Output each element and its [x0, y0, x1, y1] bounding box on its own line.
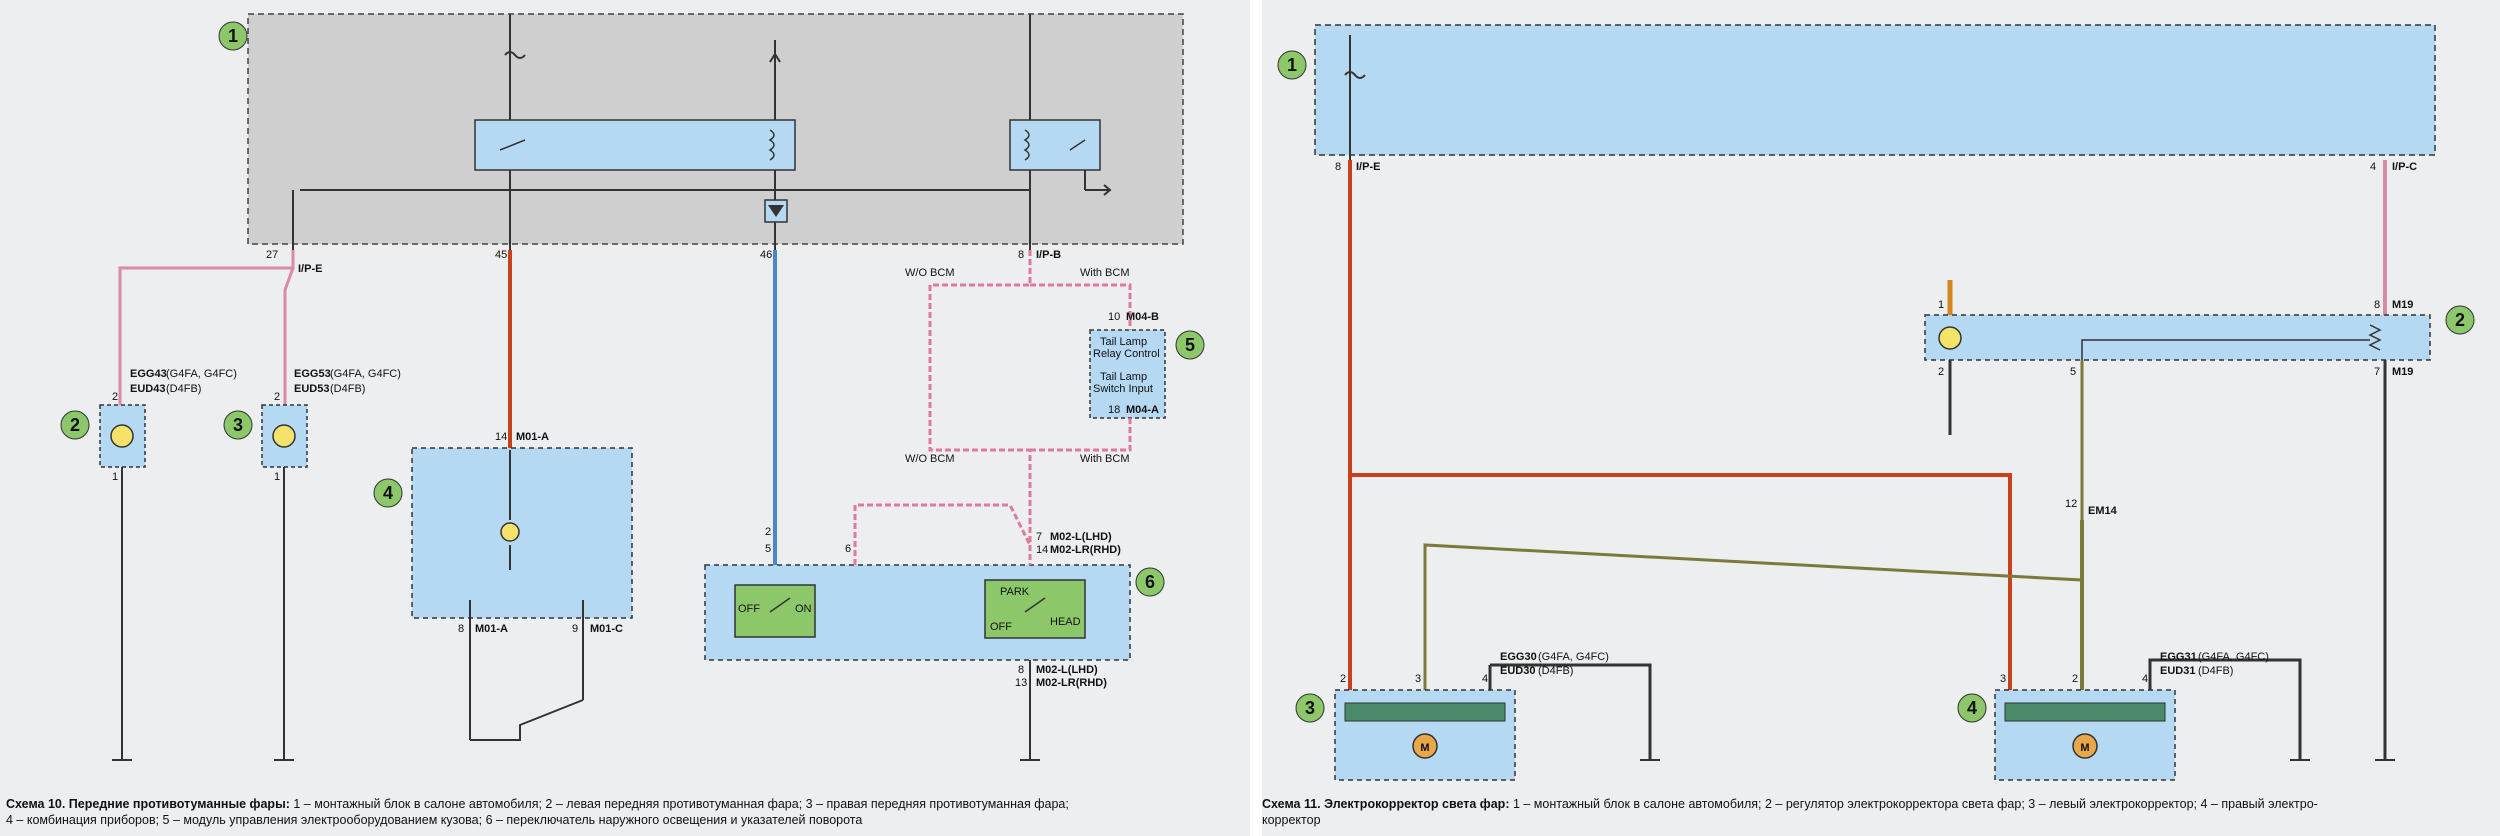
connector-label: I/P-E [298, 263, 322, 275]
pin-label: 1 [274, 471, 280, 483]
svg-text:2: 2 [70, 415, 80, 435]
wo-bcm-label: W/O BCM [905, 267, 955, 279]
with-bcm-label: With BCM [1080, 267, 1130, 279]
switch-off-label: OFF [738, 603, 760, 615]
arrow-up-icon [769, 52, 781, 63]
pin-label: 9 [572, 623, 578, 635]
svg-text:1: 1 [228, 26, 238, 46]
svg-text:4: 4 [383, 483, 393, 503]
callout-3: 3 [223, 410, 253, 440]
fog-switch [734, 584, 816, 638]
right-schematic-panel [1262, 0, 2500, 836]
tail-relay [1009, 119, 1101, 171]
pin-label: 10 [1108, 311, 1120, 323]
pin-label: 6 [845, 543, 851, 555]
svg-text:5: 5 [1185, 335, 1195, 355]
body-control-module [1089, 329, 1166, 419]
wo-bcm-label: W/O BCM [905, 453, 955, 465]
switch-head-label: HEAD [1050, 616, 1081, 628]
connector-label: I/P-B [1036, 249, 1061, 261]
tail-switch-label: Tail Lamp [1100, 371, 1147, 383]
svg-text:3: 3 [233, 415, 243, 435]
pin-label: 27 [266, 249, 278, 261]
callout-1: 1 [218, 21, 248, 51]
diode-icon [768, 205, 784, 217]
fog-lamp-schematic: 1 2 3 4 5 6 27 I/P-E 45 46 8 I/P-B EGG43… [60, 13, 1205, 761]
connector-label: M01-A [516, 431, 549, 443]
component-code: EGG53 [294, 368, 331, 380]
with-bcm-label: With BCM [1080, 453, 1130, 465]
caption-text: 1 – монтажный блок в салоне автомобиля; … [1509, 797, 2318, 811]
component-code: EUD53 [294, 383, 329, 395]
lamp-icon [110, 424, 134, 448]
pin-label: 2 [765, 526, 771, 538]
caption-right: Схема 11. Электрокорректор света фар: 1 … [1262, 796, 2496, 828]
caption-title: Схема 10. Передние противотуманные фары: [6, 797, 290, 811]
tail-relay-label: Tail Lamp [1100, 336, 1147, 348]
tail-switch-label: Switch Input [1093, 383, 1153, 395]
connector-label: M04-B [1126, 311, 1159, 323]
pin-label: 8 [458, 623, 464, 635]
pin-label: 8 [1018, 664, 1024, 676]
callout-6: 6 [1135, 567, 1165, 597]
arrow-right-icon [1085, 184, 1112, 196]
connector-label: M02-LR(RHD) [1036, 677, 1107, 689]
caption-text: 1 – монтажный блок в салоне автомобиля; … [289, 797, 1069, 811]
connector-label: M02-LR(RHD) [1050, 544, 1121, 556]
svg-text:6: 6 [1145, 572, 1155, 592]
caption-title: Схема 11. Электрокорректор света фар: [1262, 797, 1510, 811]
fog-relay [474, 119, 796, 171]
caption-text: корректор [1262, 813, 1321, 827]
caption-text: 4 – комбинация приборов; 5 – модуль упра… [6, 813, 863, 827]
switch-off-label: OFF [990, 621, 1012, 633]
pin-label: 7 [1036, 531, 1042, 543]
pin-label: 5 [765, 543, 771, 555]
engine-label: (D4FB) [330, 383, 365, 395]
connector-label: M02-L(LHD) [1050, 531, 1112, 543]
switch-on-label: ON [795, 603, 812, 615]
component-code: EGG43 [130, 368, 167, 380]
engine-label: (D4FB) [166, 383, 201, 395]
component-code: EUD43 [130, 383, 165, 395]
connector-label: M01-A [475, 623, 508, 635]
light-switch [984, 579, 1086, 639]
pin-label: 8 [1018, 249, 1024, 261]
caption-left: Схема 10. Передние противотуманные фары:… [6, 796, 1246, 828]
connector-label: M02-L(LHD) [1036, 664, 1098, 676]
tail-relay-label: Relay Control [1093, 348, 1160, 360]
pin-label: 13 [1015, 677, 1027, 689]
connector-label: M01-C [590, 623, 623, 635]
callout-4: 4 [373, 478, 403, 508]
pin-label: 1 [112, 471, 118, 483]
pin-label: 2 [112, 391, 118, 403]
pin-label: 14 [495, 431, 507, 443]
pin-label: 46 [760, 249, 772, 261]
engine-label: (G4FA, G4FC) [330, 368, 401, 380]
switch-park-label: PARK [1000, 586, 1030, 598]
instrument-cluster [411, 447, 633, 619]
engine-label: (G4FA, G4FC) [166, 368, 237, 380]
indicator-lamp-icon [500, 522, 520, 542]
pin-label: 2 [274, 391, 280, 403]
lamp-icon [272, 424, 296, 448]
pin-label: 45 [495, 249, 507, 261]
callout-5: 5 [1175, 330, 1205, 360]
connector-label: M04-A [1126, 404, 1159, 416]
pin-label: 14 [1036, 544, 1048, 556]
fuse-icon [504, 51, 526, 59]
pin-label: 18 [1108, 404, 1120, 416]
callout-2: 2 [60, 410, 90, 440]
